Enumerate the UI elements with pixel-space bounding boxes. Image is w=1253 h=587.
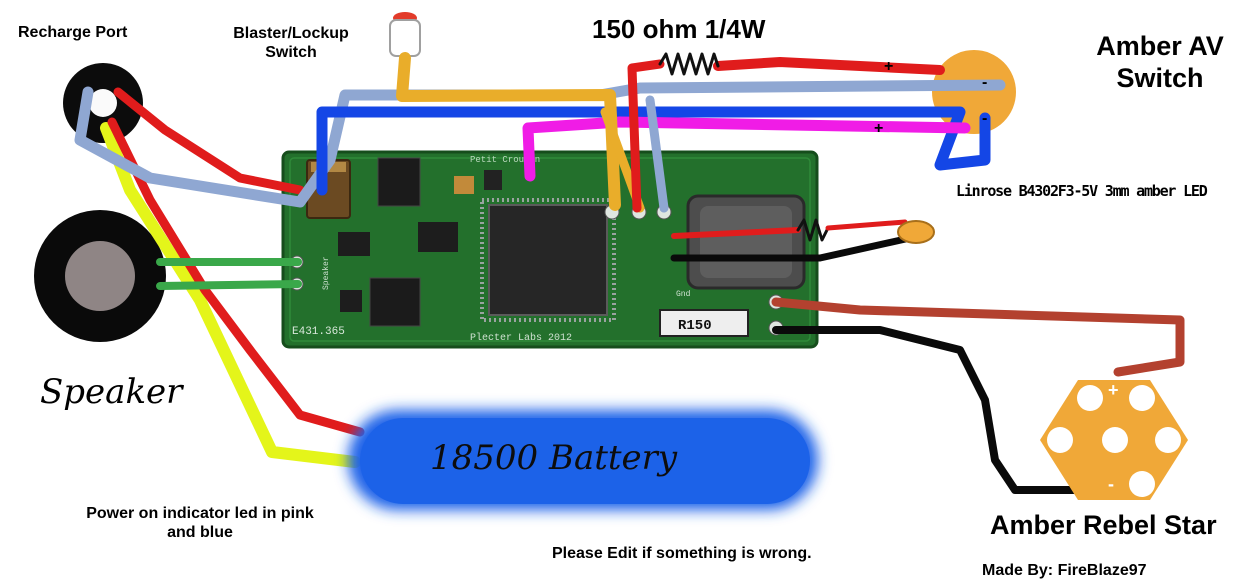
- amp-chip: [369, 277, 421, 327]
- power-led-note: Power on indicator led in pink and blue: [52, 504, 348, 542]
- speaker: [34, 210, 166, 342]
- wire-lime: [100, 122, 361, 468]
- battery-label: 18500 Battery: [430, 438, 678, 478]
- av-minus-bottom-label: -: [982, 110, 988, 127]
- small-chip: [484, 170, 502, 190]
- board-pad-speaker: Speaker: [322, 256, 331, 290]
- wire-lightblue: [74, 79, 1006, 208]
- wire-pink: [522, 116, 971, 182]
- led-resistor: [796, 218, 830, 242]
- wire-yellow-switch: [396, 52, 621, 211]
- edit-note: Please Edit if something is wrong.: [552, 545, 812, 562]
- small-capacitor: [454, 176, 474, 194]
- board-id-text: E431.365: [292, 326, 345, 338]
- amber-av-switch: [932, 50, 1016, 134]
- wires: [74, 52, 1185, 494]
- resistor-label: 150 ohm 1/4W: [592, 14, 766, 44]
- wire-green-speaker-b: [156, 280, 302, 290]
- wire-lightblue-drop: [645, 95, 669, 213]
- sound-board: Petit Crouton E431.365 Plecter Labs 2012…: [281, 150, 819, 349]
- blaster-lockup-switch: [389, 12, 421, 57]
- av-switch-label: Amber AV Switch: [1085, 30, 1235, 95]
- amber-rebel-star: [1040, 380, 1188, 500]
- made-by-label: Made By: FireBlaze97: [982, 562, 1147, 579]
- amber-led: [897, 220, 935, 244]
- board-name-text: Petit Crouton: [470, 155, 540, 165]
- star-plus-label: +: [1108, 380, 1119, 400]
- led-part-label: Linrose B4302F3-5V 3mm amber LED: [956, 182, 1208, 200]
- regulator-chip: [377, 157, 421, 207]
- battery: [348, 410, 818, 510]
- wire-red-recharge-board: [113, 87, 305, 195]
- wire-red-av-plus: [713, 57, 945, 75]
- board-maker-text: Plecter Labs 2012: [470, 332, 572, 344]
- board-resistor-r150: [659, 309, 749, 337]
- rebel-star-label: Amber Rebel Star: [990, 510, 1217, 540]
- recharge-port-label: Recharge Port: [18, 24, 128, 41]
- av-switch-label-line2: Switch: [1116, 63, 1204, 94]
- wire-red-led: [671, 227, 801, 239]
- wire-brown-star: [771, 297, 1185, 377]
- av-plus-label: +: [884, 58, 894, 75]
- blaster-switch-label-line1: Blaster/Lockup: [233, 25, 349, 42]
- power-led-note-line1: Power on indicator led in pink: [86, 505, 314, 522]
- av-minus-top-label: -: [982, 74, 988, 91]
- blaster-switch-label-line2: Switch: [265, 44, 317, 62]
- wire-blue: [316, 106, 991, 196]
- wire-red-to-resistor: [627, 59, 665, 213]
- pink-plus-label: +: [874, 120, 884, 137]
- star-minus-label: -: [1108, 474, 1114, 494]
- board-resistor-code: R150: [678, 318, 712, 334]
- resistor-150ohm: [658, 52, 720, 76]
- wire-black-star: [772, 326, 1124, 494]
- wire-black-led: [670, 234, 914, 262]
- mosfet-a: [338, 232, 370, 256]
- speaker-label: Speaker: [40, 372, 183, 412]
- blaster-switch-label: Blaster/Lockup Switch: [218, 24, 364, 62]
- power-led-note-line2: and blue: [167, 524, 233, 542]
- wire-red-recharge-battery: [107, 117, 365, 437]
- av-switch-label-line1: Amber AV: [1096, 31, 1224, 61]
- mosfet-b: [418, 222, 458, 252]
- board-pad-gnd: Gnd: [676, 290, 691, 299]
- microcontroller-chip: [488, 204, 608, 316]
